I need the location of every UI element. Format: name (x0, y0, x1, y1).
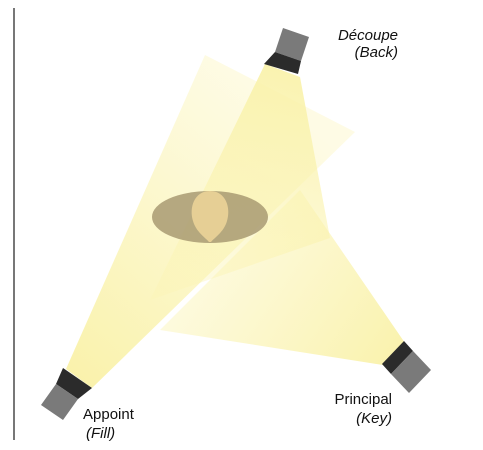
fill-light-name: Appoint (83, 406, 134, 424)
key-light-name: Principal (300, 391, 392, 409)
fill-light-role: (Fill) (86, 425, 115, 443)
key-light-role: (Key) (300, 410, 392, 428)
back-light-name: Découpe (300, 27, 398, 45)
back-light-role: (Back) (300, 44, 398, 62)
